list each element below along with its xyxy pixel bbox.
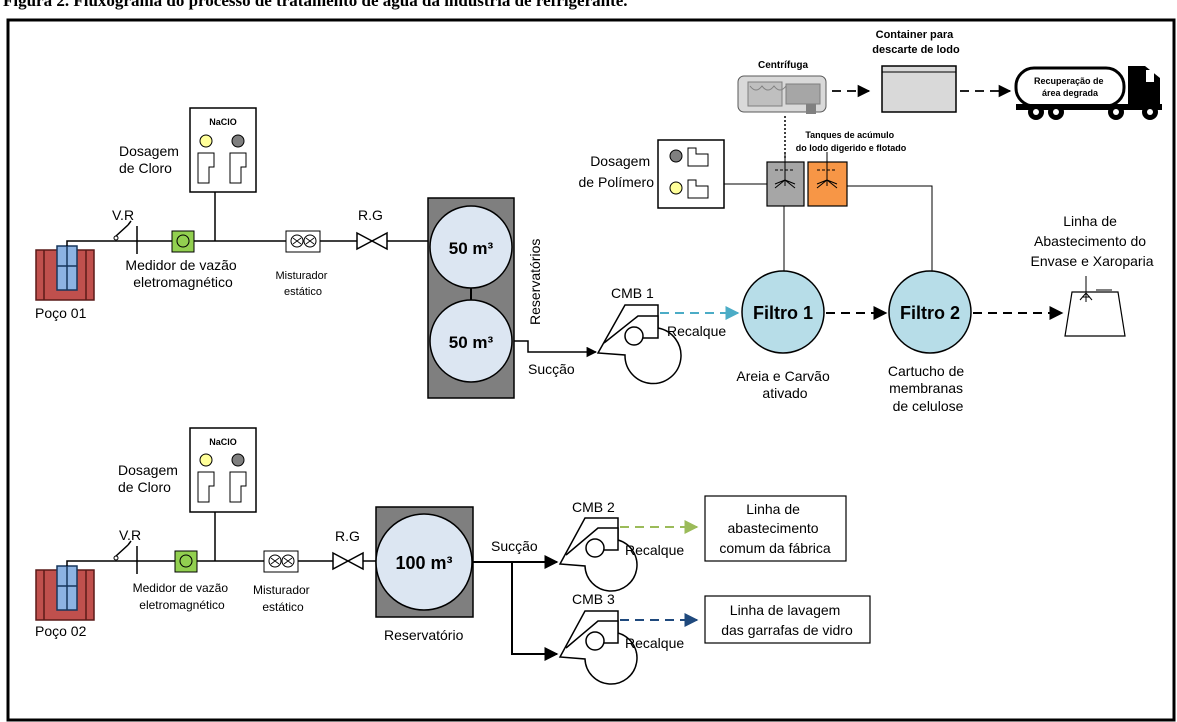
- filter-2-backwash-line: [847, 185, 933, 271]
- pump-cmb3-icon: [558, 610, 638, 685]
- container-icon: [881, 65, 957, 113]
- gate-valve-label-2: R.G: [335, 528, 360, 544]
- reservoirs-block: [427, 197, 515, 399]
- tanks-label: Tanques de acúmulo do lodo digerido e fl…: [796, 130, 907, 153]
- reservoir-100-block: [375, 506, 474, 618]
- output-box-cmb3-label: Linha de lavagem das garrafas de vidro: [721, 602, 853, 638]
- reservoir-1-volume: 50 m³: [449, 239, 494, 258]
- pipe: [66, 560, 183, 566]
- centrifuge-icon: [737, 75, 827, 114]
- flowmeter-label-2: Medidor de vazão eletromagnético: [133, 581, 232, 612]
- static-mixer-label: Misturador estático: [275, 270, 330, 298]
- centrifuge-label: Centrífuga: [758, 60, 808, 71]
- chlorine-dosing-panel: [189, 107, 257, 193]
- flowmeter-icon: [174, 550, 198, 573]
- filter-1-icon: [741, 270, 825, 354]
- gate-valve-label: R.G: [358, 207, 383, 223]
- pump-cmb1-icon: [596, 304, 682, 385]
- suction-line: [514, 340, 598, 358]
- filter-1-label: Filtro 1: [753, 303, 813, 323]
- discharge-label-cmb3: Recalque: [625, 635, 684, 651]
- pump-cmb2-label: CMB 2: [572, 499, 615, 515]
- figure-title: Figura 2. Fluxograma do processo de trat…: [3, 0, 628, 10]
- truck-icon: [1014, 66, 1162, 120]
- chlorine-chemical-label-2: NaClO: [209, 437, 237, 447]
- static-mixer-icon: [263, 550, 299, 573]
- truck-label: Recuperação de área degrada: [1034, 76, 1106, 98]
- discharge-label-cmb2: Recalque: [625, 542, 684, 558]
- reservoir-100-volume: 100 m³: [395, 553, 452, 573]
- reservoir-2-volume: 50 m³: [449, 333, 494, 352]
- discharge-label-cmb1: Recalque: [667, 323, 726, 339]
- flowmeter-icon: [171, 230, 195, 253]
- chlorine-dosing-label-2: Dosagem de Cloro: [118, 462, 182, 495]
- chlorine-dosing-panel-2: [189, 427, 257, 513]
- pump-cmb2-icon: [558, 517, 638, 592]
- polymer-dosing-panel: [657, 139, 725, 209]
- pump-cmb1-label: CMB 1: [611, 285, 654, 301]
- well-01: [35, 245, 95, 301]
- check-valve-icon: [113, 220, 138, 254]
- gate-valve-icon: [332, 551, 364, 571]
- output-box-cmb3: [704, 595, 871, 644]
- check-valve-label-2: V.R: [119, 527, 141, 543]
- chlorine-dosing-label: Dosagem de Cloro: [119, 143, 183, 176]
- sludge-tanks: [766, 152, 848, 207]
- suction-line-cmb3: [473, 561, 559, 661]
- output-box-cmb2: [704, 495, 847, 562]
- well-02: [35, 565, 95, 621]
- check-valve-icon: [113, 540, 138, 574]
- suction-label-2: Sucção: [491, 538, 538, 554]
- gate-valve-icon: [356, 231, 388, 251]
- reservoirs-label: Reservatórios: [527, 239, 543, 325]
- filter-2-label: Filtro 2: [900, 303, 960, 323]
- reservoir-100-label: Reservatório: [384, 627, 464, 643]
- output-line-label: Linha de Abastecimento do Envase e Xarop…: [1031, 213, 1154, 269]
- output-box-cmb2-label: Linha de abastecimento comum da fábrica: [719, 501, 830, 556]
- filling-line-icon: [1064, 276, 1126, 337]
- pipe: [66, 240, 183, 246]
- filter-2-desc: Cartucho de membranas de celulose: [888, 363, 968, 414]
- well-01-label: Poço 01: [35, 305, 87, 321]
- chlorine-chemical-label: NaClO: [209, 117, 237, 127]
- flowmeter-label: Medidor de vazão eletromagnético: [125, 257, 240, 290]
- figure-frame: [6, 18, 1176, 722]
- polymer-dosing-label: Dosagem de Polímero: [579, 153, 655, 190]
- check-valve-label: V.R: [112, 207, 134, 223]
- filter-1-desc: Areia e Carvão ativado: [736, 368, 833, 401]
- pump-cmb3-label: CMB 3: [572, 591, 615, 607]
- well-02-label: Poço 02: [35, 623, 87, 639]
- filter-2-icon: [888, 270, 972, 354]
- static-mixer-label-2: Misturador estático: [253, 583, 313, 614]
- container-label: Container para descarte de lodo: [872, 29, 960, 56]
- suction-label: Sucção: [528, 361, 575, 377]
- static-mixer-icon: [285, 230, 321, 253]
